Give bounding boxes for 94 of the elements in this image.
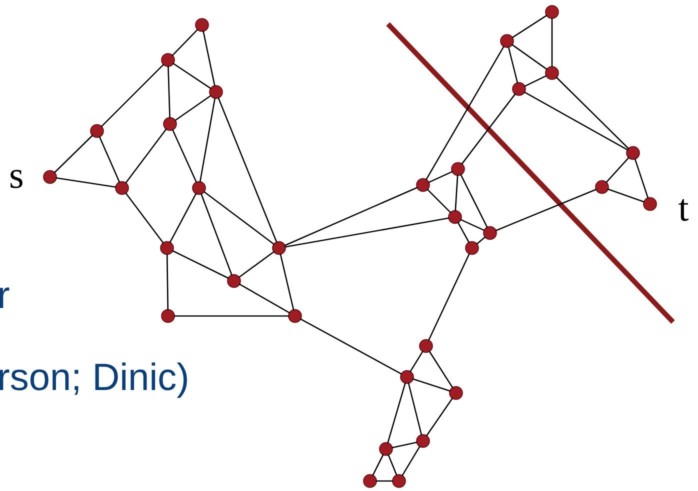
vertex-ball [626, 146, 640, 160]
vertex-ball [465, 241, 479, 255]
vertex-ball [416, 178, 430, 192]
graph-edge [551, 18, 553, 68]
vertex-ball [161, 53, 175, 67]
vertex-ball [195, 18, 209, 32]
graph-edge [607, 188, 645, 203]
graph-edge [425, 46, 505, 180]
graph-edge [428, 253, 470, 341]
graph-edge [556, 76, 630, 150]
graph-edge [426, 398, 454, 436]
graph-edge [174, 315, 290, 317]
graph-edge [199, 98, 216, 182]
graph-edge [238, 250, 275, 278]
graph-edge [238, 283, 290, 314]
graph-edge [169, 192, 197, 244]
graph-edge [100, 64, 164, 128]
vertex-ball [449, 386, 463, 400]
vertex-ball [209, 85, 223, 99]
graph-edge [125, 128, 167, 184]
graph-edge [174, 94, 212, 122]
vertex-ball [192, 181, 206, 195]
vertex-ball [416, 434, 430, 448]
vertex-ball [400, 370, 414, 384]
graph-edge [284, 186, 418, 246]
vertex-ball [419, 339, 433, 353]
graph-edge [172, 129, 198, 183]
vertex-ball [163, 117, 177, 131]
graph-edge [372, 454, 384, 476]
graph-edge [387, 382, 406, 444]
vertex-ball [90, 124, 104, 138]
graph-edge [56, 177, 116, 188]
graph-edge [168, 66, 170, 118]
graph-edge [461, 93, 516, 165]
graph-edge [388, 454, 398, 476]
vertex-ball [483, 226, 497, 240]
graph-edge [410, 350, 424, 372]
vertex-ball [448, 210, 462, 224]
graph-edge [454, 174, 458, 212]
vertex-ball [363, 474, 377, 488]
vertex-ball [451, 162, 465, 176]
vertex-ball [392, 474, 406, 488]
vertex-ball [500, 34, 514, 48]
graph-edge [172, 250, 229, 279]
graph-edge [412, 378, 451, 392]
graph-edge [428, 350, 454, 388]
vertex-ball [115, 181, 129, 195]
graph-edge [300, 318, 402, 375]
vertex-ball [512, 82, 526, 96]
graph-edge [392, 442, 418, 448]
graph-edge [376, 480, 394, 482]
graph-edge [172, 28, 198, 56]
vertex-ball [272, 241, 286, 255]
graph-edge [476, 236, 486, 245]
graph-edge [460, 218, 485, 232]
vertex-ball [379, 442, 393, 456]
graph-edge [280, 254, 294, 310]
graph-edge [524, 74, 547, 87]
graph-edge [524, 91, 628, 151]
vertex-ball [595, 180, 609, 194]
vertex-ball [643, 197, 657, 211]
graph-edge [200, 193, 233, 276]
vertex-label: t [678, 199, 689, 221]
graph-edge [495, 188, 597, 232]
graph-edge [634, 158, 649, 199]
vertex-label: s [10, 170, 22, 188]
graph-edge [408, 382, 422, 436]
graph-edge [284, 217, 450, 248]
graph-edge [203, 191, 275, 245]
graph-edge [172, 62, 212, 90]
vertex-ball [288, 309, 302, 323]
text-line: rson; Dinic) [0, 362, 187, 398]
graph-edge [511, 44, 548, 70]
graph-edge [401, 446, 421, 476]
graph-edge [428, 170, 453, 184]
graph-edge [508, 46, 518, 84]
graph-edge [606, 156, 630, 184]
graph-edge [166, 254, 169, 310]
graph-edge [54, 134, 94, 174]
graph-edge [218, 97, 278, 243]
vertex-ball [545, 5, 559, 19]
graph-edge [457, 222, 470, 244]
vertex-ball [160, 241, 174, 255]
graph-edge [98, 136, 120, 183]
vertex-ball [545, 66, 559, 80]
graph-edge [426, 188, 452, 214]
vertex-ball [227, 274, 241, 288]
graph-edge [512, 14, 548, 38]
vertex-ball [43, 170, 57, 184]
text-line: r [0, 288, 10, 308]
graph-edge [125, 192, 164, 244]
graph-edge [202, 30, 216, 86]
graph-edge [460, 174, 488, 228]
vertex-ball [161, 309, 175, 323]
